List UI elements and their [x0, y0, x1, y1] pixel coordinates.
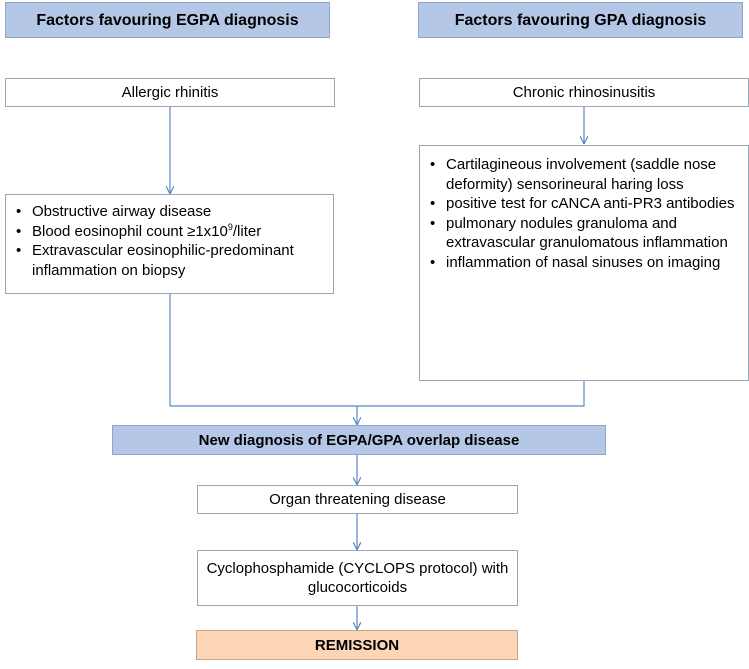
- list-item: • inflammation of nasal sinuses on imagi…: [426, 253, 740, 273]
- bullet-icon: •: [16, 242, 22, 259]
- treatment-text: Cyclophosphamide (CYCLOPS protocol) with…: [206, 560, 509, 596]
- gpa-header-text: Factors favouring GPA diagnosis: [454, 11, 707, 29]
- remission-box: REMISSION: [196, 630, 518, 660]
- remission-text: REMISSION: [314, 636, 400, 654]
- allergic-rhinitis-box: Allergic rhinitis: [5, 78, 335, 107]
- bullet-icon: •: [16, 222, 22, 240]
- list-item-text: Extravascular eosinophilic-predominant i…: [32, 242, 294, 279]
- list-item-text: positive test for cANCA anti-PR3 antibod…: [446, 195, 735, 212]
- gpa-factors-list-box: • Cartilagineous involvement (saddle nos…: [419, 145, 749, 381]
- organ-threatening-text: Organ threatening disease: [269, 491, 446, 508]
- bullet-icon: •: [430, 195, 436, 212]
- list-item: • Extravascular eosinophilic-predominant…: [12, 241, 327, 280]
- list-item-text: Cartilagineous involvement (saddle nose …: [446, 156, 717, 193]
- organ-threatening-box: Organ threatening disease: [197, 485, 518, 514]
- egpa-header: Factors favouring EGPA diagnosis: [5, 2, 330, 38]
- bullet-icon: •: [430, 156, 436, 173]
- bullet-icon: •: [430, 214, 436, 232]
- chronic-rhinosinusitis-box: Chronic rhinosinusitis: [419, 78, 749, 107]
- list-item-text: inflammation of nasal sinuses on imaging: [446, 253, 721, 271]
- bullet-icon: •: [16, 203, 22, 220]
- egpa-header-text: Factors favouring EGPA diagnosis: [36, 11, 299, 29]
- gpa-header: Factors favouring GPA diagnosis: [418, 2, 743, 38]
- list-item: • Blood eosinophil count ≥1x109/liter: [12, 222, 327, 242]
- exponent: 9: [227, 221, 233, 232]
- list-item: • Obstructive airway disease: [12, 202, 327, 222]
- bullet-icon: •: [430, 253, 436, 271]
- line-egpa-list-to-join: [169, 294, 585, 407]
- list-item-text: Obstructive airway disease: [32, 203, 212, 220]
- chronic-rhinosinusitis-text: Chronic rhinosinusitis: [512, 84, 656, 101]
- egpa-factors-list: • Obstructive airway disease • Blood eos…: [12, 202, 327, 280]
- treatment-box: Cyclophosphamide (CYCLOPS protocol) with…: [197, 550, 518, 606]
- list-item: • pulmonary nodules granuloma and extrav…: [426, 214, 740, 253]
- allergic-rhinitis-text: Allergic rhinitis: [121, 84, 219, 101]
- gpa-factors-list: • Cartilagineous involvement (saddle nos…: [426, 155, 740, 272]
- list-item-text: pulmonary nodules granuloma and extravas…: [446, 214, 728, 252]
- unit-text: /liter: [232, 222, 262, 240]
- egpa-factors-list-box: • Obstructive airway disease • Blood eos…: [5, 194, 334, 294]
- overlap-diagnosis-box: New diagnosis of EGPA/GPA overlap diseas…: [112, 425, 606, 455]
- list-item: • Cartilagineous involvement (saddle nos…: [426, 155, 740, 194]
- list-item: • positive test for cANCA anti-PR3 antib…: [426, 194, 740, 214]
- overlap-diagnosis-text: New diagnosis of EGPA/GPA overlap diseas…: [198, 431, 520, 449]
- list-item-text: Blood eosinophil count ≥1x10: [32, 222, 228, 240]
